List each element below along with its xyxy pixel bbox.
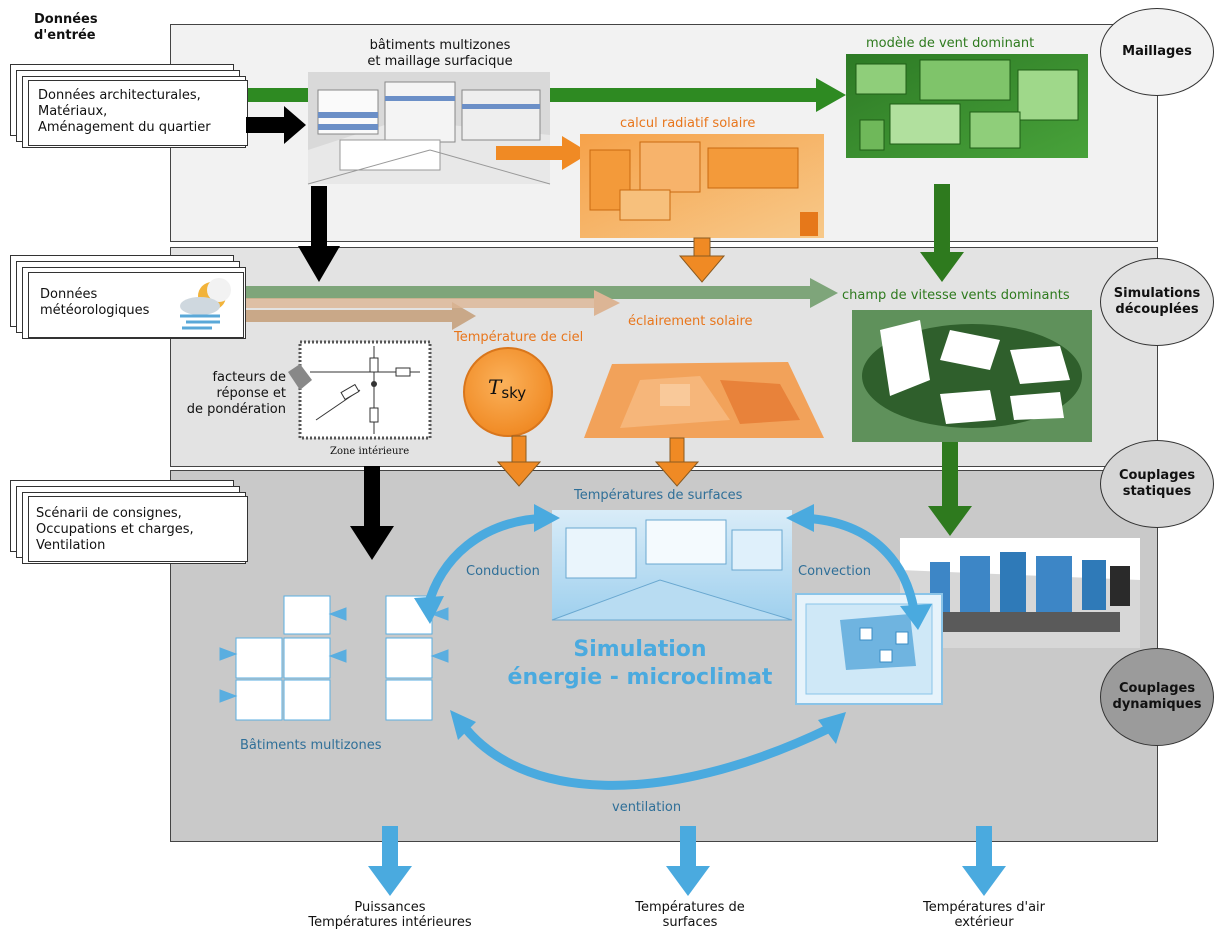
multizone-buildings-label: Bâtiments multizones	[240, 738, 382, 753]
illumination-label: éclairement solaire	[628, 314, 753, 329]
sky-temperature-label: Température de ciel	[454, 330, 584, 345]
convection-arrow	[799, 513, 919, 611]
output-arrow-surfaces	[666, 826, 710, 896]
inputs-header: Données d'entrée	[34, 12, 98, 43]
response-factors-label: facteurs de réponse et de pondération	[186, 370, 286, 417]
simulation-title: Simulation énergie - microclimat	[507, 637, 773, 690]
tsky-label: Tsky	[488, 375, 527, 402]
output-arrow-indoor	[368, 826, 412, 896]
solar-calc-label: calcul radiatif solaire	[620, 116, 756, 131]
black-arrow-down-2	[350, 466, 394, 560]
scenarios-input-text: Scénarii de consignes, Occupations et ch…	[36, 506, 194, 553]
conduction-arrowhead-a	[534, 504, 560, 532]
conduction-arrowhead-b	[414, 596, 444, 624]
conduction-arrow	[423, 513, 549, 608]
black-arrow-down-1	[298, 186, 340, 282]
solar-radiation-image	[580, 134, 824, 238]
sky-temperature-sun	[463, 347, 553, 437]
green-arrow-down-1	[920, 184, 964, 282]
stage-meshes: Maillages	[1100, 8, 1214, 96]
black-arrow-architecture	[246, 106, 306, 144]
orange-arrow-down-1	[678, 237, 726, 283]
wind-model-image	[846, 54, 1088, 158]
surface-temperatures-label: Températures de surfaces	[574, 488, 743, 503]
stage-dynamic: Couplages dynamiques	[1100, 648, 1214, 746]
ventilation-arrowhead-b	[818, 712, 846, 744]
stage-static: Couplages statiques	[1100, 440, 1214, 528]
orange-arrow-down-illum	[654, 437, 700, 487]
orange-arrow-down-tsky	[496, 435, 542, 487]
stage-decoupled: Simulations découplées	[1100, 258, 1214, 346]
buildings-mesh-image	[307, 72, 551, 185]
architecture-input-text: Données architecturales, Matériaux, Amén…	[38, 88, 211, 135]
convection-label: Convection	[798, 564, 872, 579]
convection-arrowhead-b	[900, 604, 932, 630]
convection-arrowhead-a	[786, 504, 814, 532]
buildings-mesh-label: bâtiments multizones et maillage surfaci…	[367, 38, 513, 69]
output-arrow-outdoor	[962, 826, 1006, 896]
response-factor-schematic	[288, 340, 432, 440]
interior-zone-label: Zone intérieure	[330, 446, 410, 457]
surfaces-scene-image	[551, 510, 793, 621]
solar-illumination-image	[584, 362, 824, 438]
output-indoor-label: Puissances Températures intérieures	[308, 900, 472, 930]
meteo-input-text: Données météorologiques	[40, 287, 150, 318]
meteo-icon	[180, 278, 231, 330]
output-outdoor-label: Températures d'air extérieur	[922, 900, 1045, 930]
output-surfaces-label: Températures de surfaces	[635, 900, 745, 930]
wind-model-label: modèle de vent dominant	[866, 36, 1035, 51]
multizone-buildings-diagram	[219, 595, 449, 721]
green-arrow-down-2	[928, 442, 972, 536]
wind-field-image	[852, 310, 1092, 442]
ventilation-arrow	[458, 721, 832, 790]
conduction-label: Conduction	[466, 564, 540, 579]
green-flow-arrow-meteo	[246, 278, 838, 308]
ventilation-arrowhead-a	[450, 710, 476, 740]
tan-flow-arrow-meteo	[246, 290, 620, 330]
orange-arrow-solar	[496, 136, 590, 170]
outdoor-air-scene-image	[900, 538, 1140, 648]
ventilation-label: ventilation	[612, 800, 682, 815]
wind-field-label: champ de vitesse vents dominants	[842, 288, 1070, 303]
